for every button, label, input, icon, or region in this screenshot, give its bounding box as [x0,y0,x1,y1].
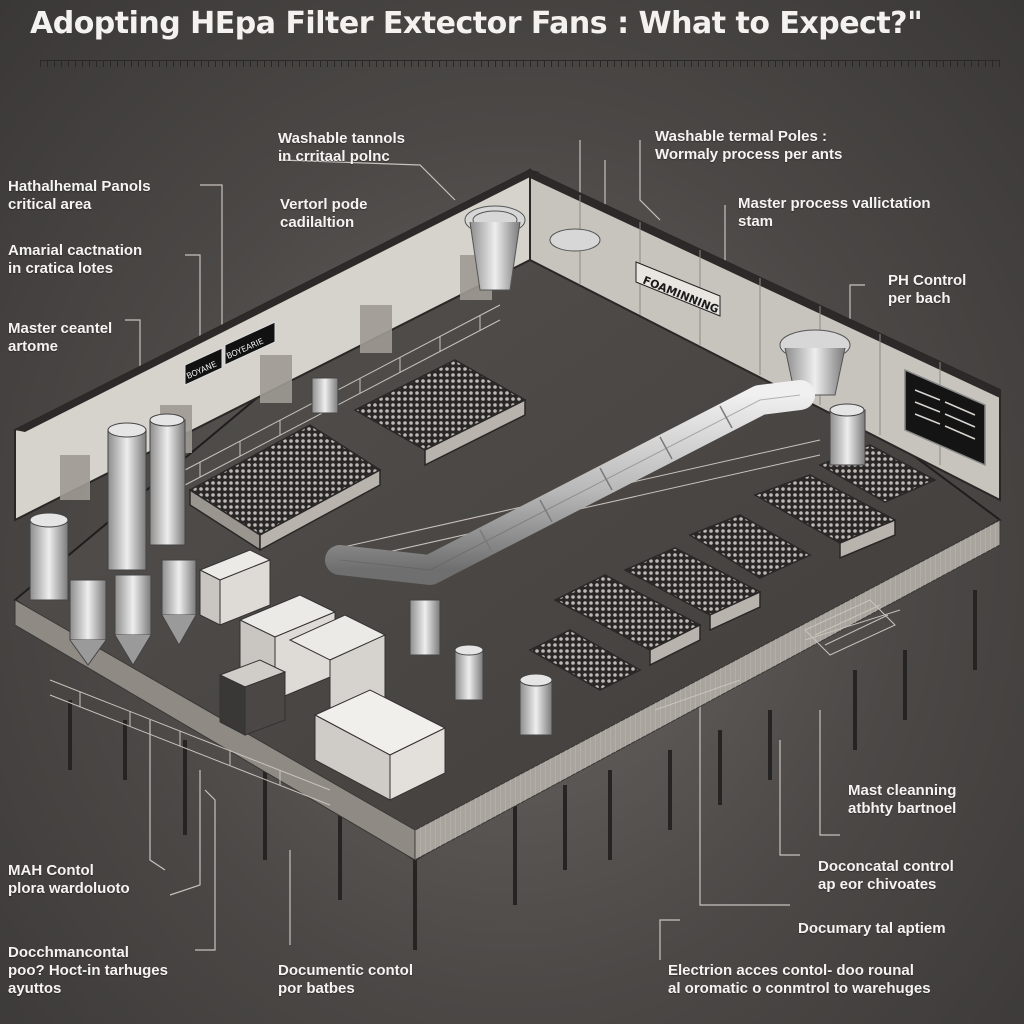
label-electrion-access: Electrion acces contol- doo rounal al or… [668,962,931,997]
label-washable-tannols: Washable tannols in crritaal polnc [278,130,405,165]
label-mah-control: MAH Contol plora wardoluoto [8,862,130,897]
label-ph-control: PH Control per bach [888,272,967,307]
silos [29,413,197,666]
label-washable-termal-poles: Washable termal Poles : Wormaly process … [655,128,843,163]
process-vessels [311,377,866,736]
label-mast-cleaning: Mast cleanning atbhty bartnoel [848,782,957,817]
label-vertical-node: Vertorl pode cadilaltion [280,196,368,231]
label-panels-critical-area: Hathalhemal Panols critical area [8,178,151,213]
label-documentic-contol: Documentic contol por batbes [278,962,414,997]
label-master-control: Master ceantel artome [8,320,113,355]
label-documentary-system: Documary tal aptiem [798,920,946,937]
ruler-divider [40,60,1000,71]
stairs [804,599,896,656]
label-master-process: Master process vallictation stam [738,195,931,230]
label-docchmancontal: Docchmancontal poo? Hoct-in tarhuges ayu… [8,944,168,997]
label-doconcatal-control: Doconcatal control ap eor chivoates [818,858,954,893]
page-title: Adopting HEpa Filter Extector Fans : Wha… [30,6,923,41]
label-activation: Amarial cactnation in cratica lotes [8,242,143,277]
equipment-cabinets [198,549,447,801]
